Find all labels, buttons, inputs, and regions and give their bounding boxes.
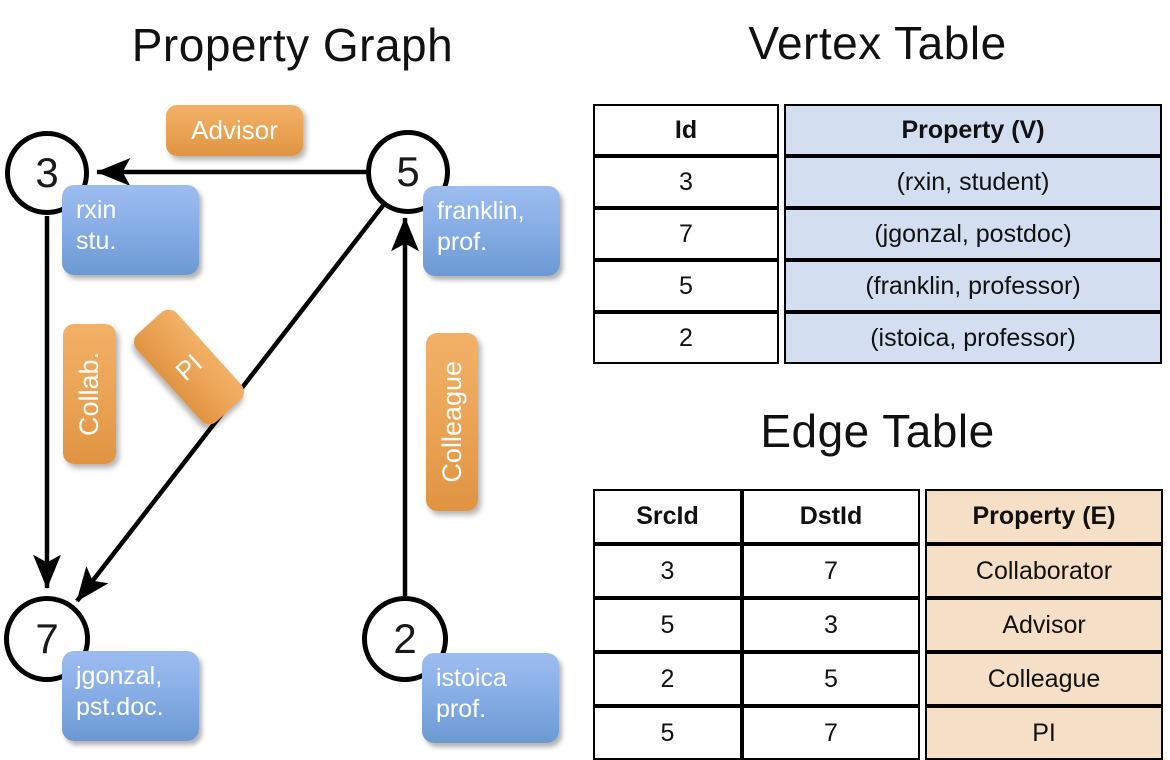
vertex-header-id: Id: [593, 104, 779, 156]
vertex-prop-5-line2: prof.: [437, 228, 488, 257]
edge-cell-property: Advisor: [925, 598, 1163, 652]
vertex-cell-id: 5: [593, 260, 779, 312]
graph-node-5-label: 5: [396, 148, 420, 195]
vertex-prop-2-line1: istoica: [436, 664, 507, 692]
vertex-prop-3-line2: stu.: [76, 227, 117, 256]
edge-header-dstid: DstId: [742, 489, 920, 544]
edge-cell-srcid: 3: [593, 544, 742, 598]
vertex-cell-id: 2: [593, 312, 779, 364]
table-header-row: SrcId DstId Property (E): [593, 489, 1163, 544]
edge-cell-property: Colleague: [925, 652, 1163, 706]
vertex-prop-box-5: franklin, prof.: [423, 186, 560, 276]
vertex-cell-id: 3: [593, 156, 779, 208]
vertex-prop-7-line2: pst.doc.: [76, 693, 164, 722]
table-row[interactable]: 3 7 Collaborator: [593, 544, 1163, 598]
vertex-cell-id: 7: [593, 208, 779, 260]
edge-cell-srcid: 2: [593, 652, 742, 706]
edge-cell-dstid: 3: [742, 598, 920, 652]
graph-node-7-label: 7: [35, 615, 59, 662]
edge-cell-dstid: 7: [742, 706, 920, 760]
table-row[interactable]: 7 (jgonzal, postdoc): [593, 208, 1162, 260]
edge-label-advisor: Advisor: [166, 105, 303, 156]
edge-cell-dstid: 7: [742, 544, 920, 598]
vertex-prop-2-line2: prof.: [436, 695, 487, 724]
edge-table-title: Edge Table: [760, 405, 995, 457]
edge-label-colleague: Colleague: [426, 333, 478, 511]
vertex-prop-7-line1: jgonzal,: [76, 662, 163, 690]
property-graph-title: Property Graph: [131, 19, 454, 71]
vertex-table-title: Vertex Table: [748, 17, 1007, 69]
edge-table: SrcId DstId Property (E) 3 7 Collaborato…: [593, 489, 1163, 760]
vertex-table: Id Property (V) 3 (rxin, student) 7 (jgo…: [593, 104, 1162, 364]
edge-label-collab: Collab.: [63, 324, 116, 464]
edge-cell-srcid: 5: [593, 598, 742, 652]
property-graph-canvas: Advisor Collab. PI Colleague 3 5 7 2 rxi…: [4, 105, 560, 743]
vertex-cell-property: (franklin, professor): [784, 260, 1162, 312]
edge-cell-dstid: 5: [742, 652, 920, 706]
vertex-prop-3-line1: rxin: [76, 196, 117, 224]
table-row[interactable]: 2 5 Colleague: [593, 652, 1163, 706]
vertex-header-property: Property (V): [784, 104, 1162, 156]
vertex-prop-box-2: istoica prof.: [422, 653, 559, 743]
edge-cell-srcid: 5: [593, 706, 742, 760]
edge-cell-property: Collaborator: [925, 544, 1163, 598]
table-row[interactable]: 3 (rxin, student): [593, 156, 1162, 208]
table-header-row: Id Property (V): [593, 104, 1162, 156]
graph-node-3-label: 3: [35, 149, 59, 196]
edge-cell-property: PI: [925, 706, 1163, 760]
edge-header-property: Property (E): [925, 489, 1163, 544]
table-row[interactable]: 2 (istoica, professor): [593, 312, 1162, 364]
table-row[interactable]: 5 7 PI: [593, 706, 1163, 760]
table-row[interactable]: 5 (franklin, professor): [593, 260, 1162, 312]
edge-header-srcid: SrcId: [593, 489, 742, 544]
vertex-cell-property: (rxin, student): [784, 156, 1162, 208]
graph-node-2[interactable]: 2: [362, 596, 448, 682]
vertex-prop-box-3: rxin stu.: [62, 185, 199, 275]
graph-node-5[interactable]: 5: [366, 130, 450, 214]
table-row[interactable]: 5 3 Advisor: [593, 598, 1163, 652]
vertex-prop-box-7: jgonzal, pst.doc.: [62, 651, 199, 741]
graph-node-2-label: 2: [393, 615, 417, 662]
vertex-cell-property: (jgonzal, postdoc): [784, 208, 1162, 260]
vertex-cell-property: (istoica, professor): [784, 312, 1162, 364]
vertex-prop-5-line1: franklin,: [437, 197, 525, 225]
